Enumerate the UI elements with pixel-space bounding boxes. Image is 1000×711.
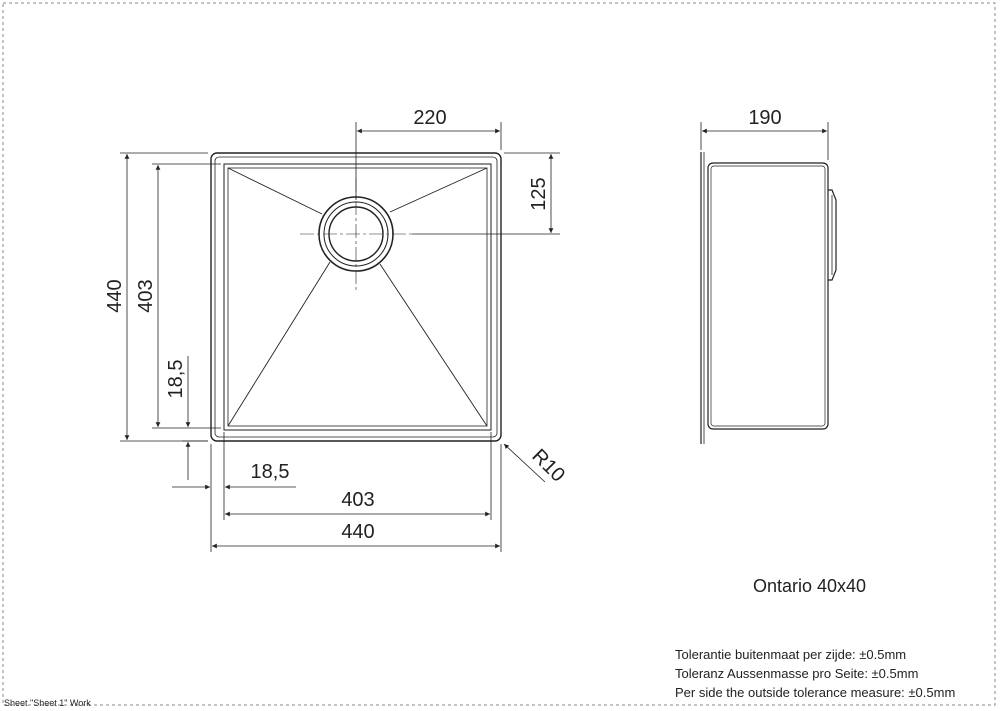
dim-text-bottom-offset: 18,5 (165, 360, 187, 399)
dim-text-outer-width: 440 (341, 521, 374, 543)
slope-line (227, 167, 323, 215)
side-bowl-inner-edge (710, 165, 826, 427)
sink-bowl (223, 163, 492, 431)
sink-bowl-inner-edge (227, 167, 488, 427)
tolerance-note-de: Toleranz Aussenmasse pro Seite: ±0.5mm (675, 666, 918, 681)
dim-text-inner-height: 403 (135, 279, 157, 312)
slope-line (227, 261, 331, 427)
model-title: Ontario 40x40 (753, 576, 866, 596)
tolerance-note-en: Per side the outside tolerance measure: … (675, 685, 955, 700)
sheet-footer: Sheet "Sheet 1" Work (4, 698, 91, 708)
tolerance-note-nl: Tolerantie buitenmaat per zijde: ±0.5mm (675, 647, 906, 662)
side-bowl (707, 162, 829, 430)
dim-text-drain-offset-y: 125 (528, 177, 550, 210)
dim-text-outer-height: 440 (104, 279, 126, 312)
dim-text-corner-radius: R10 (527, 445, 569, 487)
side-drain (828, 189, 837, 281)
slope-line (379, 263, 488, 427)
dim-text-depth: 190 (748, 107, 781, 129)
side-view (700, 152, 837, 444)
dim-text-inner-width: 403 (341, 489, 374, 511)
dim-text-drain-offset-x: 220 (413, 107, 446, 129)
dim-text-left-offset: 18,5 (251, 461, 290, 483)
radius-leader (503, 443, 546, 483)
slope-line (389, 167, 488, 213)
